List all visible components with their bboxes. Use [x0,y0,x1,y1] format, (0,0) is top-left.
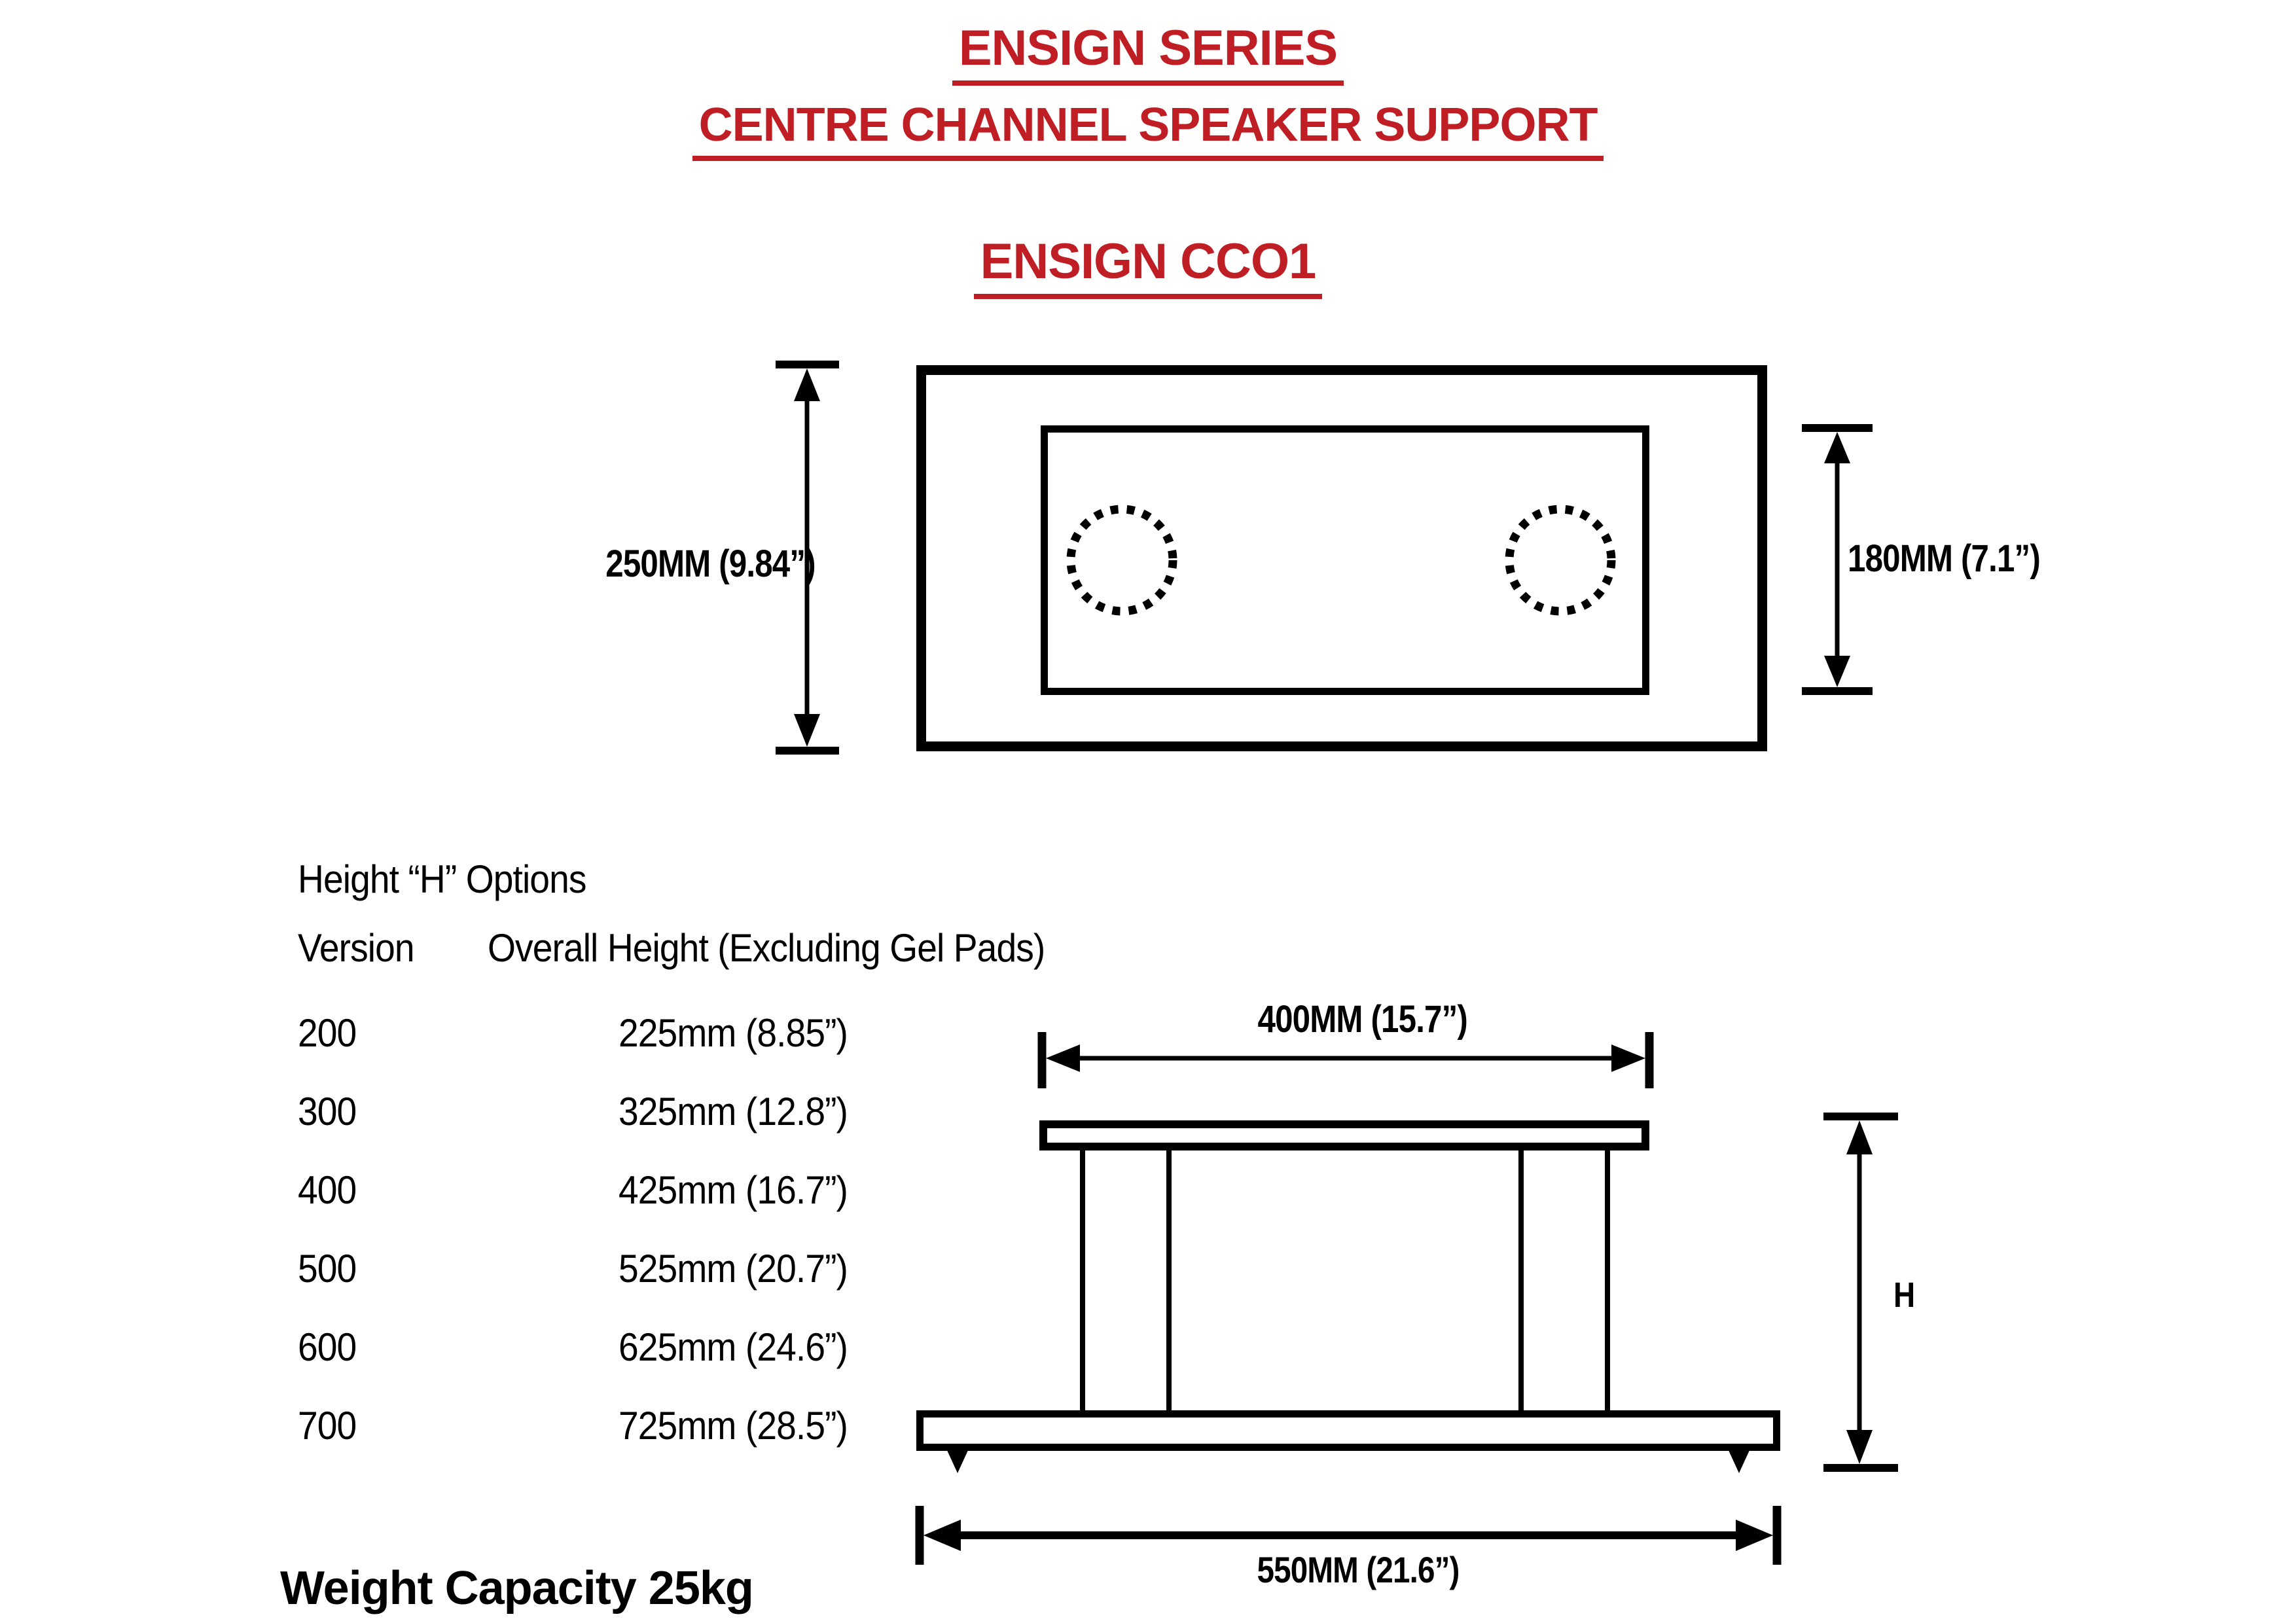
column-header-overall-height: Overall Height (Excluding Gel Pads) [488,926,1045,970]
base-width-dimension-arrow [915,1506,1782,1565]
table-row-version: 300 [298,1090,357,1133]
top-width-dimension-arrow [1037,1032,1654,1088]
inner-height-dimension-arrow [1802,424,1873,695]
outer-height-dimension-label: 250MM (9.84”) [605,543,816,585]
arrowhead-left-icon [1046,1044,1080,1072]
left-leg-hole-circle [1066,505,1177,616]
table-row-height: 625mm (24.6”) [619,1325,848,1369]
outer-height-dimension-arrow [776,361,839,755]
front-view-right-leg [1518,1150,1610,1410]
column-header-version: Version [298,926,415,970]
arrowhead-right-icon [1736,1520,1773,1551]
leg-position-circles [1066,505,1616,616]
table-row-height: 425mm (16.7”) [619,1168,848,1212]
table-row-height: 225mm (8.85”) [619,1011,848,1055]
arrowhead-down-icon [1824,656,1850,687]
top-width-dimension-label: 400MM (15.7”) [1257,998,1468,1041]
arrowhead-down-icon [794,714,820,747]
arrowhead-right-icon [1611,1044,1645,1072]
arrowhead-left-icon [924,1520,961,1551]
right-spike-icon [1728,1449,1750,1473]
top-view-top-plate-outline [1041,425,1649,695]
table-row-version: 600 [298,1325,357,1369]
table-row-version: 400 [298,1168,357,1212]
arrowhead-up-icon [1846,1120,1873,1154]
table-row-height: 525mm (20.7”) [619,1247,848,1291]
table-row-version: 500 [298,1247,357,1291]
page-subtitle: CENTRE CHANNEL SPEAKER SUPPORT [692,98,1604,161]
arrowhead-down-icon [1846,1430,1873,1464]
table-row-height: 725mm (28.5”) [619,1404,848,1448]
front-view-top-plate [1039,1120,1649,1150]
arrowhead-up-icon [1824,432,1850,463]
base-width-dimension-label: 550MM (21.6”) [1257,1549,1460,1590]
table-row-version: 200 [298,1011,357,1055]
left-spike-icon [946,1449,969,1473]
table-row-version: 700 [298,1404,357,1448]
inner-height-dimension-label: 180MM (7.1”) [1848,537,2041,580]
front-view-base-plate [916,1410,1780,1451]
model-title: ENSIGN CCO1 [973,233,1323,299]
right-leg-hole-circle [1505,505,1616,616]
page-title: ENSIGN SERIES [952,20,1344,86]
table-row-height: 325mm (12.8”) [619,1090,848,1133]
top-view-base-plate-outline [916,365,1767,751]
arrowhead-up-icon [794,368,820,401]
overall-height-dimension-arrow [1823,1113,1898,1472]
title-row-subtitle: CENTRE CHANNEL SPEAKER SUPPORT [0,98,2296,161]
overall-height-dimension-label: H [1893,1275,1915,1315]
weight-capacity-note: Weight Capacity 25kg [280,1562,754,1614]
options-title: Height “H” Options [298,857,586,901]
title-row-series: ENSIGN SERIES [0,20,2296,86]
title-row-model: ENSIGN CCO1 [0,233,2296,299]
front-view-left-leg [1080,1150,1172,1410]
